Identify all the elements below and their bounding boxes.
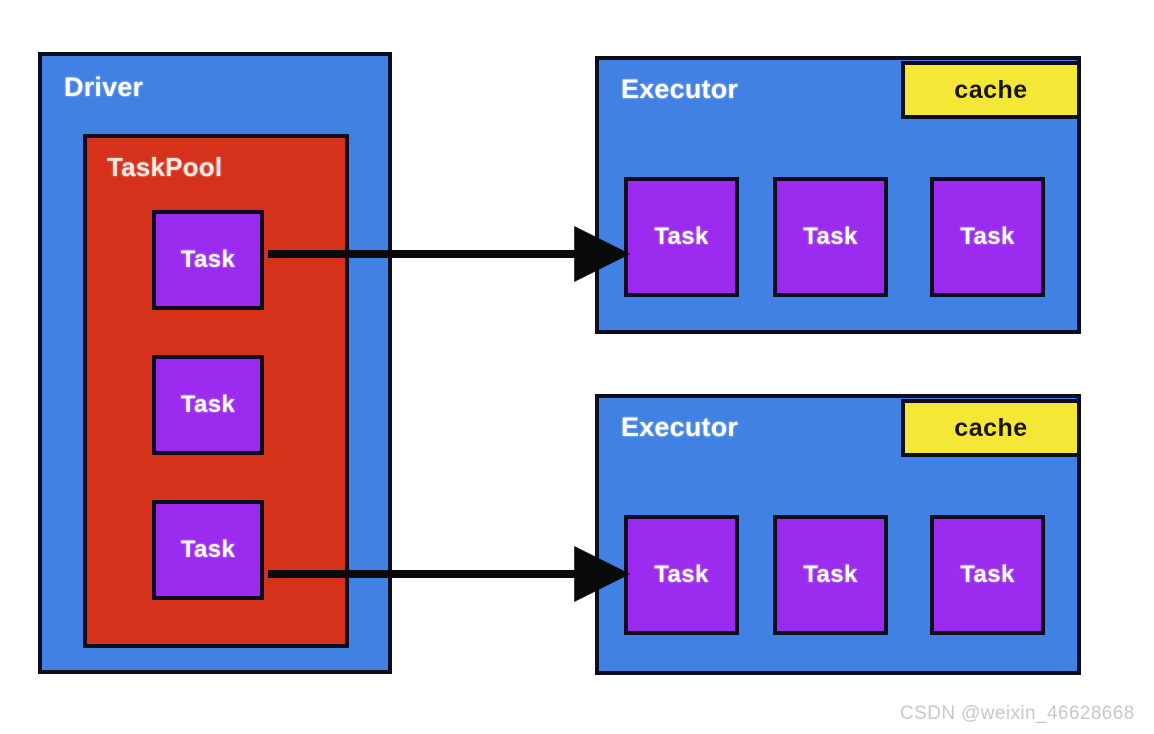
executor-2-task-1[interactable]: Task [624, 515, 739, 635]
task-label: Task [960, 223, 1015, 250]
driver-box: Driver TaskPool Task Task Task [38, 52, 392, 674]
csdn-watermark: CSDN @weixin_46628668 [900, 703, 1135, 724]
taskpool-box: TaskPool Task Task Task [83, 134, 349, 648]
executor-2-cache-box[interactable]: cache [901, 399, 1081, 457]
cache-label: cache [954, 413, 1028, 442]
executor-1-label: Executor [621, 74, 739, 104]
executor-2-task-2[interactable]: Task [773, 515, 888, 635]
executor-1-cache-box[interactable]: cache [901, 61, 1081, 119]
executor-2-box: Executor Task Task Task [595, 394, 1081, 675]
executor-2-task-3[interactable]: Task [930, 515, 1045, 635]
driver-task-2[interactable]: Task [152, 355, 264, 455]
executor-1-task-2[interactable]: Task [773, 177, 888, 297]
task-label: Task [960, 561, 1015, 588]
task-label: Task [803, 223, 858, 250]
driver-label: Driver [64, 72, 144, 102]
task-label: Task [654, 561, 709, 588]
executor-1-task-1[interactable]: Task [624, 177, 739, 297]
taskpool-label: TaskPool [107, 152, 223, 182]
driver-task-1[interactable]: Task [152, 210, 264, 310]
executor-2-label: Executor [621, 412, 739, 442]
task-label: Task [654, 223, 709, 250]
task-label: Task [180, 391, 236, 418]
driver-task-3[interactable]: Task [152, 500, 264, 600]
task-label: Task [180, 536, 236, 563]
executor-1-task-3[interactable]: Task [930, 177, 1045, 297]
task-label: Task [803, 561, 858, 588]
cache-label: cache [954, 75, 1028, 104]
task-label: Task [180, 246, 236, 273]
